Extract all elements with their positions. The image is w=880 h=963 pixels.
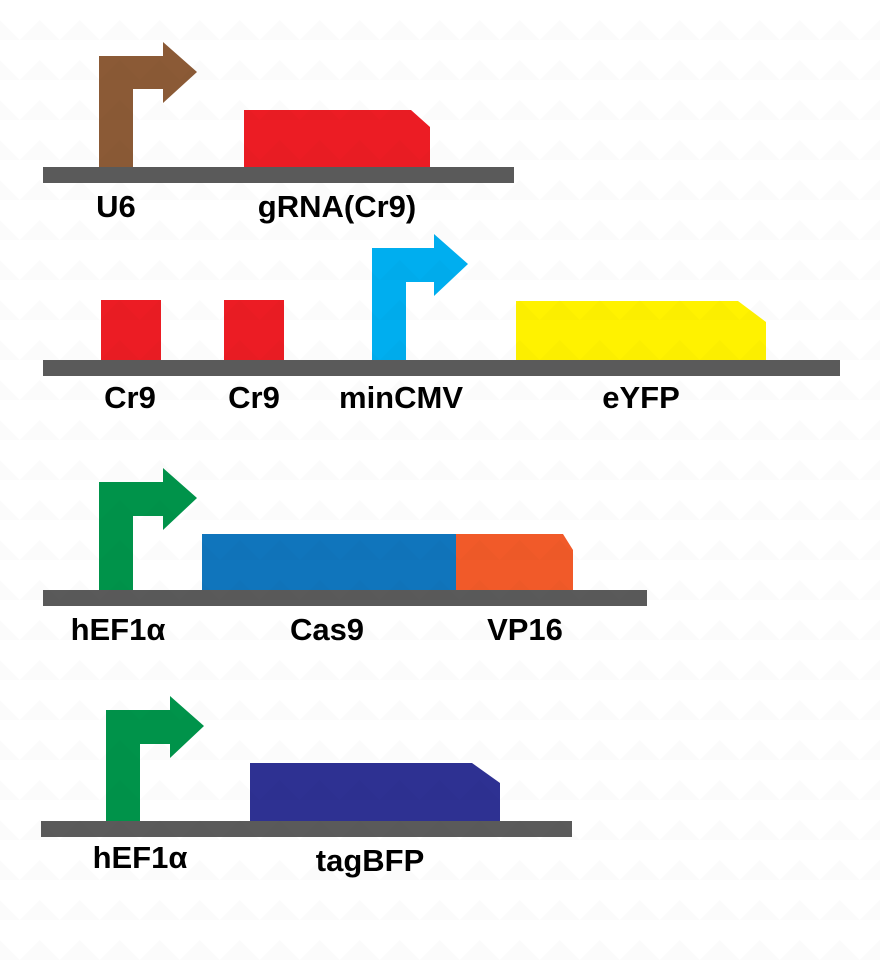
grna-label: gRNA(Cr9) xyxy=(258,189,416,224)
backbone-line xyxy=(43,360,840,376)
hef1a-promoter-arrow xyxy=(99,468,197,590)
hef1a-label: hEF1α xyxy=(71,612,166,647)
mincmv-promoter-arrow xyxy=(372,234,468,360)
hef1a-label: hEF1α xyxy=(93,840,188,875)
cas9-label: Cas9 xyxy=(290,612,364,647)
backbone-line xyxy=(43,590,647,606)
hef1a-promoter-arrow xyxy=(106,696,204,821)
backbone-line xyxy=(41,821,572,837)
grna-gene-block xyxy=(244,110,430,167)
cr9-label-2: Cr9 xyxy=(228,380,280,415)
tagbfp-gene-block xyxy=(250,763,500,821)
vp16-domain-block xyxy=(456,534,573,590)
u6-promoter-arrow xyxy=(99,42,197,167)
eyfp-label: eYFP xyxy=(602,380,680,415)
cr9-label-1: Cr9 xyxy=(104,380,156,415)
backbone-line xyxy=(43,167,514,183)
vp16-label: VP16 xyxy=(487,612,563,647)
tagbfp-label: tagBFP xyxy=(316,843,425,878)
u6-label: U6 xyxy=(96,189,136,224)
cr9-binding-site-2 xyxy=(224,300,284,360)
activator-construct: hEF1α Cas9 VP16 xyxy=(43,468,647,647)
cas9-gene-block xyxy=(202,534,456,590)
marker-construct: hEF1α tagBFP xyxy=(41,696,572,878)
reporter-construct: Cr9 Cr9 minCMV eYFP xyxy=(43,234,840,415)
mincmv-label: minCMV xyxy=(339,380,463,415)
eyfp-gene-block xyxy=(516,301,766,360)
cr9-binding-site-1 xyxy=(101,300,161,360)
grna-construct: U6 gRNA(Cr9) xyxy=(43,42,514,224)
